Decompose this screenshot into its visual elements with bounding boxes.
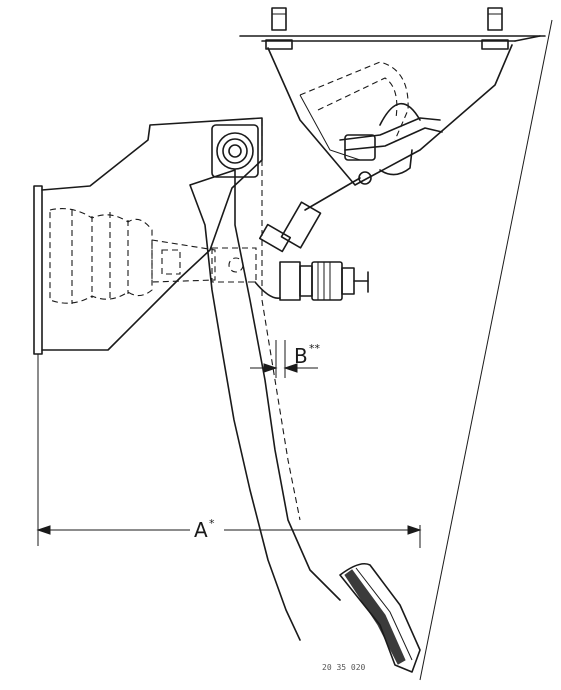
dimension-b-mark: **: [309, 342, 321, 355]
return-spring-housing: [299, 61, 409, 141]
dimension-b: [250, 340, 318, 378]
dimension-a: [36, 354, 422, 548]
cylinder-flange: [33, 185, 43, 355]
dimension-a-label: A: [194, 518, 208, 542]
push-rod: [151, 239, 257, 283]
cable-connector: [339, 102, 443, 185]
dimension-a-mark: *: [209, 517, 215, 530]
brake-light-switch: [254, 261, 369, 301]
drawing-number: 20 35 020: [322, 663, 366, 672]
pedal-arm: [189, 169, 341, 641]
firewall-line: [419, 19, 553, 681]
dust-boot: [49, 208, 153, 304]
mounting-bolt-right: [481, 7, 509, 50]
pedal-pad: [339, 562, 421, 673]
mounting-plate: [239, 7, 546, 50]
mounting-bolt-left: [265, 7, 293, 50]
dimension-b-label: B: [294, 344, 308, 368]
pedal-box-bracket: [267, 44, 513, 186]
stop-adjuster: [258, 177, 361, 253]
